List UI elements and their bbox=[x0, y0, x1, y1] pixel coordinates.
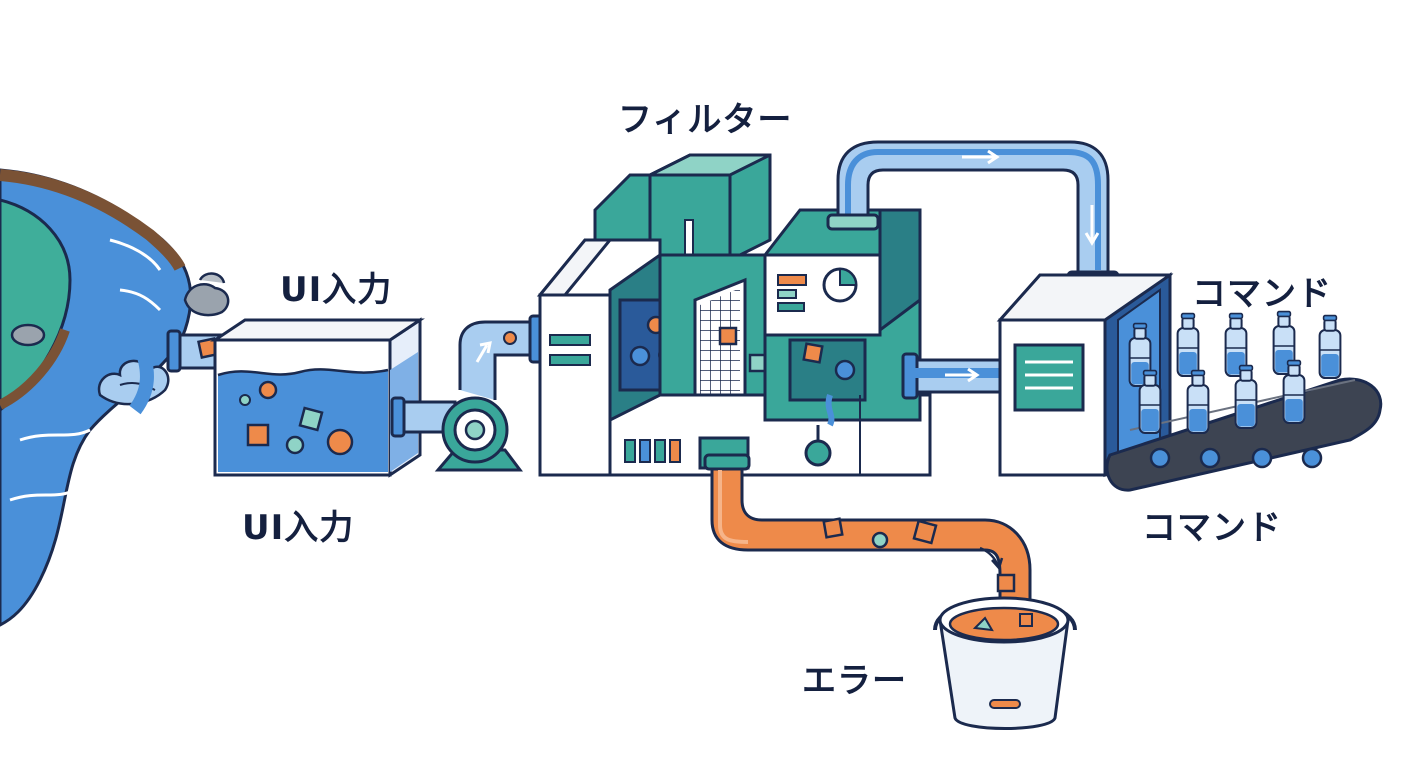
bottle bbox=[1234, 364, 1258, 430]
bottle bbox=[1318, 314, 1342, 380]
river-icon bbox=[0, 168, 193, 627]
transfer-pipe-icon bbox=[901, 352, 1007, 400]
tank-icon bbox=[210, 317, 425, 478]
bottle bbox=[1282, 359, 1306, 425]
bottles-icon bbox=[1128, 310, 1342, 435]
ui-input-label-top: UI入力 bbox=[280, 270, 393, 310]
filter-machine-icon bbox=[536, 153, 932, 477]
pump-icon bbox=[390, 314, 544, 472]
monitor-chart-icon bbox=[777, 267, 858, 312]
bottle bbox=[1176, 312, 1200, 378]
error-label: エラー bbox=[802, 661, 907, 701]
filter-mesh-icon bbox=[700, 288, 740, 412]
conveyor-belt-icon bbox=[1105, 377, 1383, 492]
ui-input-label-bottom: UI入力 bbox=[242, 508, 355, 548]
bottle bbox=[1186, 369, 1210, 435]
arrow-icon bbox=[962, 149, 1100, 246]
error-pipe-icon bbox=[703, 453, 1032, 617]
bottle bbox=[1138, 369, 1162, 435]
bucket-icon bbox=[933, 596, 1077, 730]
command-label-top: コマンド bbox=[1192, 274, 1332, 314]
command-label-bottom: コマンド bbox=[1142, 508, 1282, 548]
rocks-icon bbox=[183, 272, 230, 317]
filter-label: フィルター bbox=[618, 100, 793, 140]
